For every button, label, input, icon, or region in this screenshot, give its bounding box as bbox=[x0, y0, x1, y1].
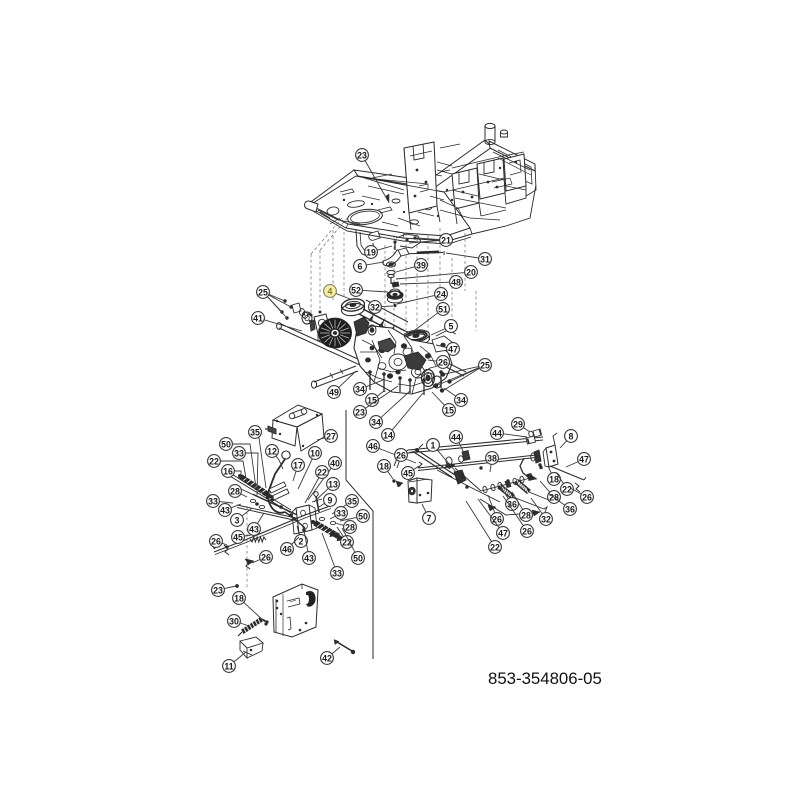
svg-text:50: 50 bbox=[358, 511, 368, 521]
svg-text:33: 33 bbox=[208, 496, 218, 506]
svg-text:28: 28 bbox=[345, 522, 355, 532]
svg-text:29: 29 bbox=[513, 419, 523, 429]
svg-text:28: 28 bbox=[521, 510, 531, 520]
svg-text:7: 7 bbox=[427, 513, 432, 523]
svg-text:33: 33 bbox=[332, 568, 342, 578]
svg-text:44: 44 bbox=[451, 432, 461, 442]
svg-text:38: 38 bbox=[487, 453, 497, 463]
svg-text:9: 9 bbox=[328, 495, 333, 505]
svg-text:3: 3 bbox=[235, 515, 240, 525]
svg-text:853-354806-05: 853-354806-05 bbox=[488, 669, 602, 688]
svg-text:11: 11 bbox=[224, 661, 233, 671]
svg-text:28: 28 bbox=[230, 486, 240, 496]
svg-text:10: 10 bbox=[310, 448, 320, 458]
svg-text:45: 45 bbox=[233, 532, 243, 542]
svg-text:47: 47 bbox=[448, 344, 458, 354]
svg-text:23: 23 bbox=[213, 585, 223, 595]
svg-text:36: 36 bbox=[565, 504, 575, 514]
svg-text:35: 35 bbox=[250, 427, 260, 437]
svg-text:36: 36 bbox=[507, 499, 517, 509]
svg-text:51: 51 bbox=[438, 304, 448, 314]
svg-text:34: 34 bbox=[371, 417, 381, 427]
svg-text:18: 18 bbox=[234, 593, 244, 603]
svg-text:48: 48 bbox=[451, 277, 461, 287]
svg-text:41: 41 bbox=[253, 313, 263, 323]
svg-text:26: 26 bbox=[261, 552, 271, 562]
svg-text:33: 33 bbox=[336, 508, 346, 518]
svg-text:6: 6 bbox=[358, 261, 363, 271]
svg-text:8: 8 bbox=[569, 431, 574, 441]
svg-text:4: 4 bbox=[328, 286, 333, 296]
svg-text:13: 13 bbox=[328, 479, 338, 489]
svg-text:46: 46 bbox=[368, 441, 378, 451]
svg-text:24: 24 bbox=[436, 289, 446, 299]
svg-text:26: 26 bbox=[396, 450, 406, 460]
svg-text:22: 22 bbox=[562, 484, 572, 494]
svg-text:47: 47 bbox=[498, 528, 508, 538]
svg-text:47: 47 bbox=[579, 454, 589, 464]
svg-text:50: 50 bbox=[353, 553, 363, 563]
svg-text:21: 21 bbox=[441, 235, 451, 245]
svg-text:23: 23 bbox=[355, 407, 365, 417]
svg-text:5: 5 bbox=[449, 321, 454, 331]
svg-text:39: 39 bbox=[416, 260, 426, 270]
svg-text:31: 31 bbox=[480, 254, 490, 264]
svg-text:22: 22 bbox=[209, 456, 219, 466]
svg-text:44: 44 bbox=[492, 428, 502, 438]
svg-text:40: 40 bbox=[330, 458, 340, 468]
svg-text:15: 15 bbox=[367, 395, 377, 405]
svg-text:34: 34 bbox=[456, 395, 466, 405]
svg-text:17: 17 bbox=[293, 460, 303, 470]
svg-text:34: 34 bbox=[355, 384, 365, 394]
svg-text:35: 35 bbox=[347, 496, 357, 506]
svg-text:32: 32 bbox=[541, 514, 551, 524]
svg-text:20: 20 bbox=[466, 267, 476, 277]
svg-text:27: 27 bbox=[326, 431, 336, 441]
svg-text:50: 50 bbox=[221, 439, 231, 449]
svg-text:33: 33 bbox=[234, 448, 244, 458]
svg-text:12: 12 bbox=[267, 446, 277, 456]
svg-text:18: 18 bbox=[549, 474, 559, 484]
svg-text:26: 26 bbox=[582, 492, 592, 502]
svg-text:26: 26 bbox=[522, 526, 532, 536]
svg-text:46: 46 bbox=[282, 544, 292, 554]
svg-text:52: 52 bbox=[351, 285, 361, 295]
svg-text:45: 45 bbox=[403, 468, 413, 478]
svg-text:32: 32 bbox=[370, 302, 380, 312]
svg-text:14: 14 bbox=[383, 430, 393, 440]
svg-text:22: 22 bbox=[490, 542, 500, 552]
svg-text:43: 43 bbox=[304, 553, 314, 563]
svg-text:25: 25 bbox=[480, 360, 490, 370]
svg-text:42: 42 bbox=[322, 653, 332, 663]
svg-text:26: 26 bbox=[211, 536, 221, 546]
svg-text:2: 2 bbox=[299, 536, 304, 546]
svg-text:22: 22 bbox=[342, 537, 352, 547]
svg-text:18: 18 bbox=[379, 461, 389, 471]
svg-text:26: 26 bbox=[438, 357, 448, 367]
svg-text:43: 43 bbox=[249, 524, 259, 534]
svg-text:16: 16 bbox=[223, 466, 233, 476]
svg-text:15: 15 bbox=[444, 405, 454, 415]
svg-text:23: 23 bbox=[357, 150, 367, 160]
svg-text:19: 19 bbox=[366, 247, 376, 257]
svg-text:22: 22 bbox=[317, 467, 327, 477]
svg-text:49: 49 bbox=[329, 387, 339, 397]
svg-text:43: 43 bbox=[220, 505, 230, 515]
svg-text:25: 25 bbox=[258, 287, 268, 297]
svg-text:26: 26 bbox=[492, 514, 502, 524]
svg-text:30: 30 bbox=[229, 616, 239, 626]
svg-text:1: 1 bbox=[431, 440, 436, 450]
